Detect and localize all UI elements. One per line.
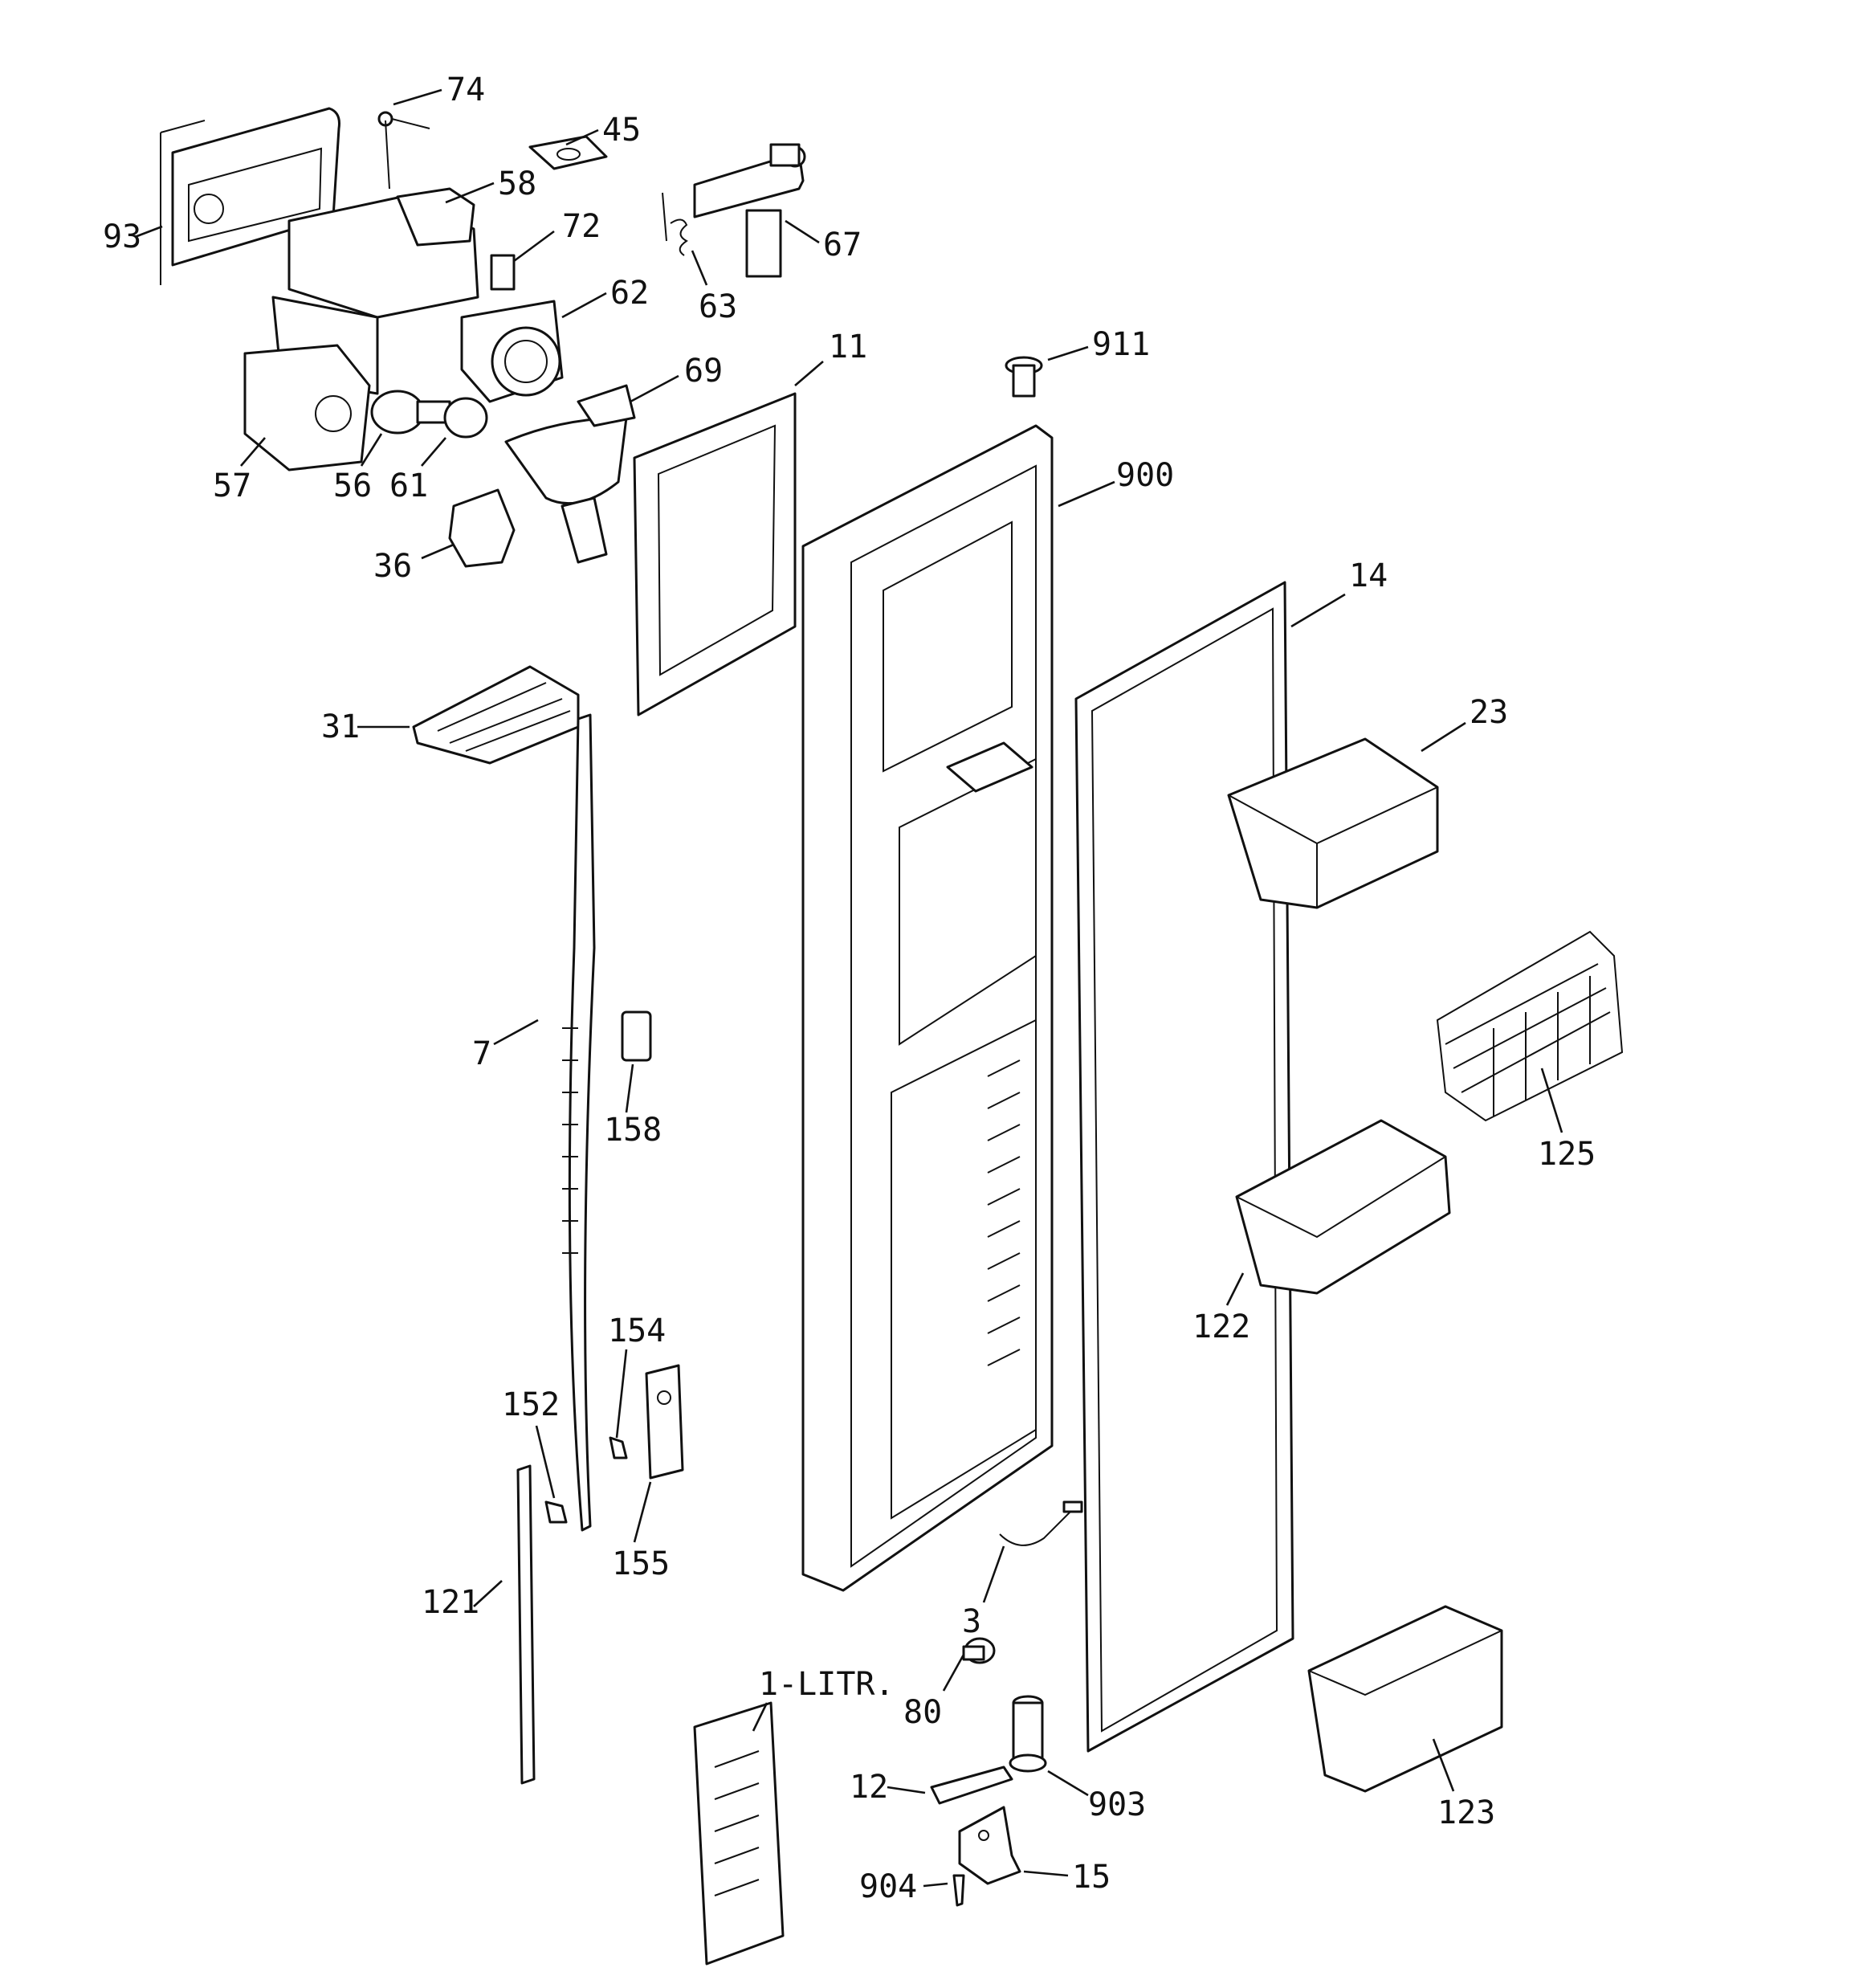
- callout-125: 125: [1538, 1136, 1596, 1173]
- screw-154: [609, 1436, 628, 1459]
- shim-12: [930, 1766, 1013, 1805]
- callout-36: 36: [373, 548, 412, 585]
- dispenser-switch: [448, 488, 516, 568]
- handle-cap-158: [621, 1010, 652, 1062]
- ice-chute-ring: [460, 300, 564, 403]
- callout-158: 158: [604, 1112, 662, 1149]
- leader-lines: [134, 88, 1563, 1888]
- ice-chute-funnel: [504, 384, 636, 564]
- actuator-spring-74: [377, 111, 430, 190]
- callout-123: 123: [1437, 1794, 1495, 1831]
- callout-11: 11: [829, 329, 867, 365]
- callout-72: 72: [562, 208, 601, 245]
- door-bin-23: [1227, 737, 1439, 909]
- callout-14: 14: [1349, 557, 1388, 594]
- callout-12: 12: [850, 1769, 888, 1806]
- callout-69: 69: [684, 353, 723, 390]
- ice-grille: [412, 665, 580, 765]
- callout-93: 93: [103, 218, 141, 255]
- callout-904: 904: [859, 1868, 917, 1905]
- screw-152: [544, 1500, 568, 1524]
- hinge-bracket-15: [958, 1806, 1021, 1885]
- auger-motor: [370, 390, 451, 435]
- callout-122: 122: [1192, 1308, 1250, 1345]
- callout-911: 911: [1092, 326, 1150, 363]
- callout-63: 63: [699, 288, 737, 325]
- callout-labels: 74 45 58 93 72 67 63 62 911 11 69 57 56 …: [103, 71, 1596, 1905]
- callout-31: 31: [321, 708, 360, 745]
- callout-1-litr: 1-LITR.: [759, 1666, 895, 1703]
- callout-121: 121: [422, 1584, 479, 1621]
- callout-903: 903: [1088, 1786, 1146, 1823]
- bracket-45: [528, 135, 608, 170]
- callout-45: 45: [602, 112, 641, 149]
- bushing-80: [962, 1637, 996, 1664]
- callout-61: 61: [389, 467, 428, 504]
- callout-7: 7: [472, 1035, 491, 1072]
- door-shelf-122: [1235, 1119, 1451, 1295]
- trim-strip-121: [516, 1464, 536, 1785]
- dispenser-housing: [243, 195, 479, 471]
- door-gasket: [1074, 581, 1294, 1753]
- door-bin-123: [1307, 1605, 1503, 1793]
- callout-74: 74: [446, 71, 485, 108]
- wire-basket-125: [1436, 930, 1624, 1122]
- callout-56: 56: [333, 467, 372, 504]
- callout-67: 67: [823, 227, 862, 263]
- callout-62: 62: [610, 275, 649, 312]
- door-handle: [562, 713, 596, 1532]
- spring-63: [662, 192, 688, 256]
- bracket-58: [396, 187, 475, 247]
- callout-3: 3: [962, 1603, 981, 1640]
- bushing-911: [1005, 356, 1043, 398]
- dispenser-recess-frame: [633, 392, 797, 716]
- micro-switch-72: [490, 254, 516, 291]
- hinge-155: [645, 1364, 684, 1480]
- freezer-door: [801, 424, 1054, 1592]
- screw-904: [952, 1874, 965, 1907]
- callout-900: 900: [1116, 457, 1174, 494]
- coupling: [443, 397, 488, 439]
- callout-23: 23: [1470, 694, 1508, 731]
- hinge-pin-903: [1009, 1695, 1047, 1773]
- callout-155: 155: [612, 1545, 670, 1582]
- callout-57: 57: [213, 467, 251, 504]
- callout-152: 152: [502, 1386, 560, 1423]
- door-shelf-rail-clips: [987, 1059, 1021, 1366]
- callout-80: 80: [903, 1694, 942, 1731]
- callout-58: 58: [498, 165, 536, 202]
- solenoid-67: [693, 143, 806, 278]
- wire-harness-3: [999, 1500, 1083, 1546]
- callout-154: 154: [608, 1312, 666, 1349]
- manual-1-litr: [693, 1701, 785, 1966]
- callout-15: 15: [1072, 1859, 1111, 1896]
